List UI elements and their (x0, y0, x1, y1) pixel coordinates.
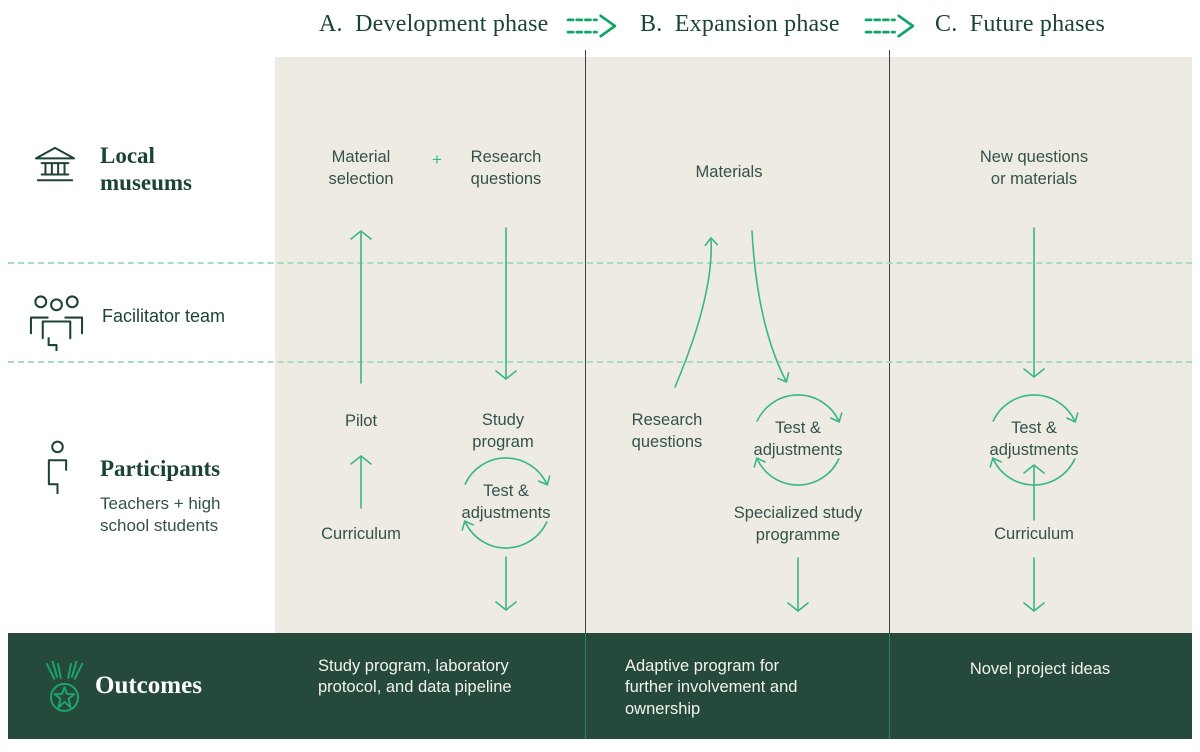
outcomes-band (8, 633, 1192, 739)
phase-b-title: B. Expansion phase (640, 11, 840, 37)
people-group-icon (29, 295, 84, 351)
person-icon (47, 440, 68, 494)
row-label-participants: Participants (100, 456, 221, 481)
node-specialized-programme: Specialized study programme (733, 504, 863, 544)
dashed-arrow-icon (864, 14, 915, 38)
phase-c-title: C. Future phases (935, 11, 1106, 37)
phase-a-title: A. Development phase (319, 11, 549, 37)
node-test-adjustments-c: Test & adjustments (989, 419, 1079, 459)
node-curriculum-a: Curriculum (321, 525, 401, 543)
band-divider-2 (888, 633, 890, 739)
row-divider-dashed-2 (8, 361, 1192, 363)
outcome-expansion: Adaptive program for further involvement… (625, 657, 798, 718)
participants-sublabel: Teachers + high school students (100, 494, 221, 536)
node-study-program: Study program (472, 411, 534, 451)
row-label-local-museums: Local museums (100, 143, 193, 196)
column-divider-1 (584, 50, 586, 633)
plus-sign: + (432, 150, 442, 169)
node-research-questions-a: Research questions (470, 148, 542, 188)
node-test-adjustments-b: Test & adjustments (753, 419, 843, 459)
column-divider-2 (888, 50, 890, 633)
outcome-future: Novel project ideas (969, 660, 1111, 678)
band-divider-1 (584, 633, 586, 739)
node-material-selection: Material selection (328, 148, 394, 188)
medal-star-icon (45, 661, 84, 712)
dashed-arrow-icon (566, 14, 617, 38)
row-label-outcomes: Outcomes (95, 672, 202, 699)
node-research-questions-b: Research questions (631, 411, 703, 451)
node-materials: Materials (695, 163, 763, 181)
node-pilot: Pilot (344, 412, 378, 430)
row-divider-dashed-1 (8, 262, 1192, 264)
node-curriculum-c: Curriculum (994, 525, 1074, 543)
columns-background (275, 57, 1192, 633)
node-new-questions: New questions or materials (979, 148, 1089, 188)
outcome-development: Study program, laboratory protocol, and … (318, 657, 512, 697)
node-test-adjustments-a: Test & adjustments (461, 482, 551, 522)
row-label-facilitator-team: Facilitator team (102, 306, 226, 326)
museum-building-icon (34, 146, 76, 182)
